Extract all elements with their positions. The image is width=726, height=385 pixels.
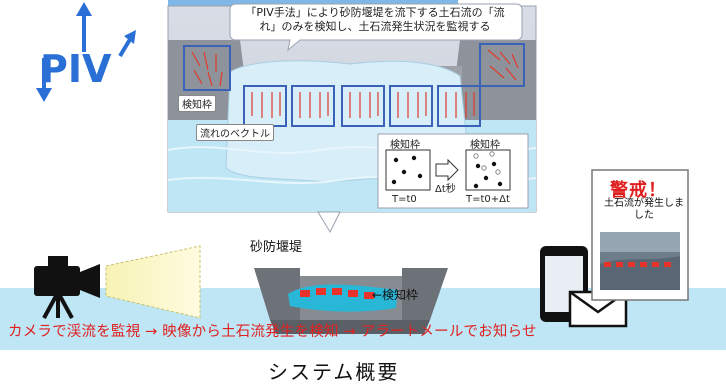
alert-window bbox=[591, 169, 689, 301]
callout-text: 「PIV手法」により砂防堰堤を流下する土石流の「流れ」のみを検知し、土石流発生状… bbox=[245, 6, 505, 33]
alert-title: 警戒！ bbox=[610, 180, 667, 201]
dam-detection-label: ←検知枠 bbox=[372, 288, 419, 302]
dam-label: 砂防堰堤 bbox=[250, 240, 303, 255]
dam-structure bbox=[254, 268, 448, 334]
piv-logo: PIV bbox=[40, 47, 112, 91]
alert-body: 土石流が発生しました bbox=[604, 198, 684, 221]
piv-caption-left: T=t0 bbox=[392, 194, 417, 205]
detection-frame-label: 検知枠 bbox=[178, 95, 216, 112]
flow-vector-label: 流れのベクトル bbox=[196, 124, 274, 141]
camera-icon bbox=[34, 256, 100, 319]
diagram-canvas: PIV bbox=[0, 0, 726, 350]
piv-box-left-title: 検知枠 bbox=[390, 140, 420, 151]
flow-vectors bbox=[191, 49, 519, 118]
panel-top-stripe bbox=[168, 0, 458, 6]
piv-caption-right: T=t0+Δt bbox=[466, 194, 510, 205]
overview-title: システム概要 bbox=[268, 360, 400, 384]
camera-view-beam bbox=[105, 245, 201, 319]
piv-logo-arrows bbox=[36, 2, 136, 102]
piv-box-right-title: 検知枠 bbox=[470, 140, 500, 151]
time-step-label: Δt秒 bbox=[435, 184, 456, 195]
process-caption: カメラで渓流を監視 → 映像から土石流発生を検知 → アラートメールでお知らせ bbox=[8, 324, 537, 340]
piv-panel bbox=[167, 3, 537, 213]
smartphone-icon bbox=[540, 246, 588, 322]
